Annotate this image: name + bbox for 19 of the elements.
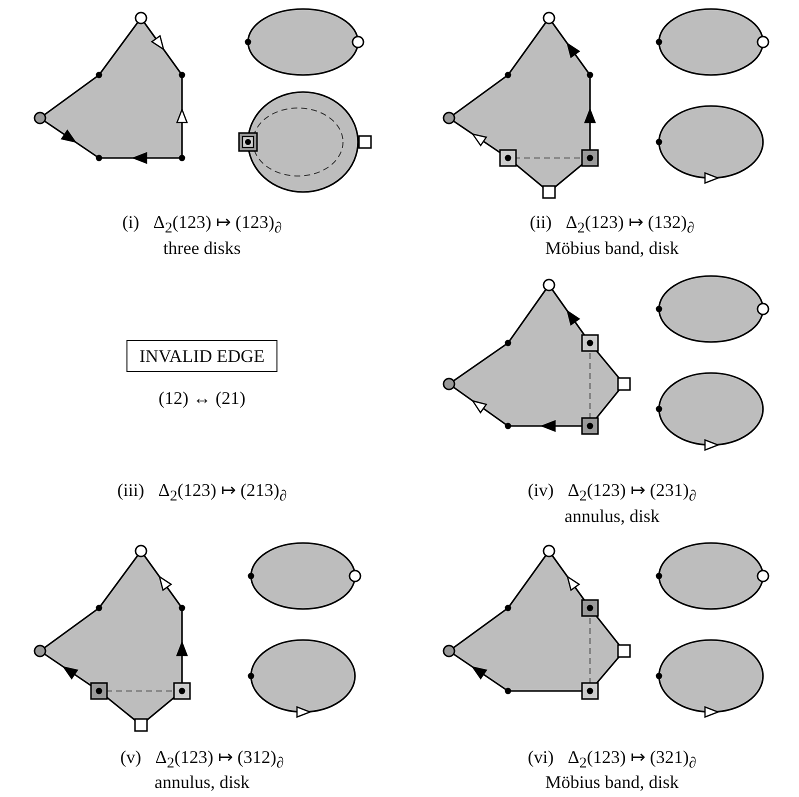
caption-text: Δ$_{2}$(123) ↦ (321)$_{∂}$ [568,746,696,774]
caption-text: Δ$_{2}$(123) ↦ (132)$_{∂}$ [566,211,694,239]
caption-text: Δ$_{2}$(123) ↦ (231)$_{∂}$ [568,479,696,507]
panel-number: (vi) [528,746,554,769]
caption-text: annulus, disk [564,505,660,527]
caption-text: Möbius band, disk [545,237,679,259]
caption-text: Δ$_{2}$(123) ↦ (312)$_{∂}$ [155,746,284,774]
caption-text: Möbius band, disk [545,771,679,793]
caption-text: Δ$_{2}$(123) ↦ (123)$_{∂}$ [153,211,282,239]
panel-number: (iv) [528,479,554,502]
panel-number: (iii) [117,479,144,502]
caption-text: Δ$_{2}$(123) ↦ (213)$_{∂}$ [158,479,287,507]
label-box: INVALID EDGE [126,340,278,372]
caption-text: (12) ↔ (21) [158,387,246,409]
panel-number: (ii) [530,211,552,234]
panel-number: (i) [122,211,140,234]
caption-text: three disks [163,237,241,259]
caption-text: annulus, disk [154,771,250,793]
panel-number: (v) [120,746,142,769]
